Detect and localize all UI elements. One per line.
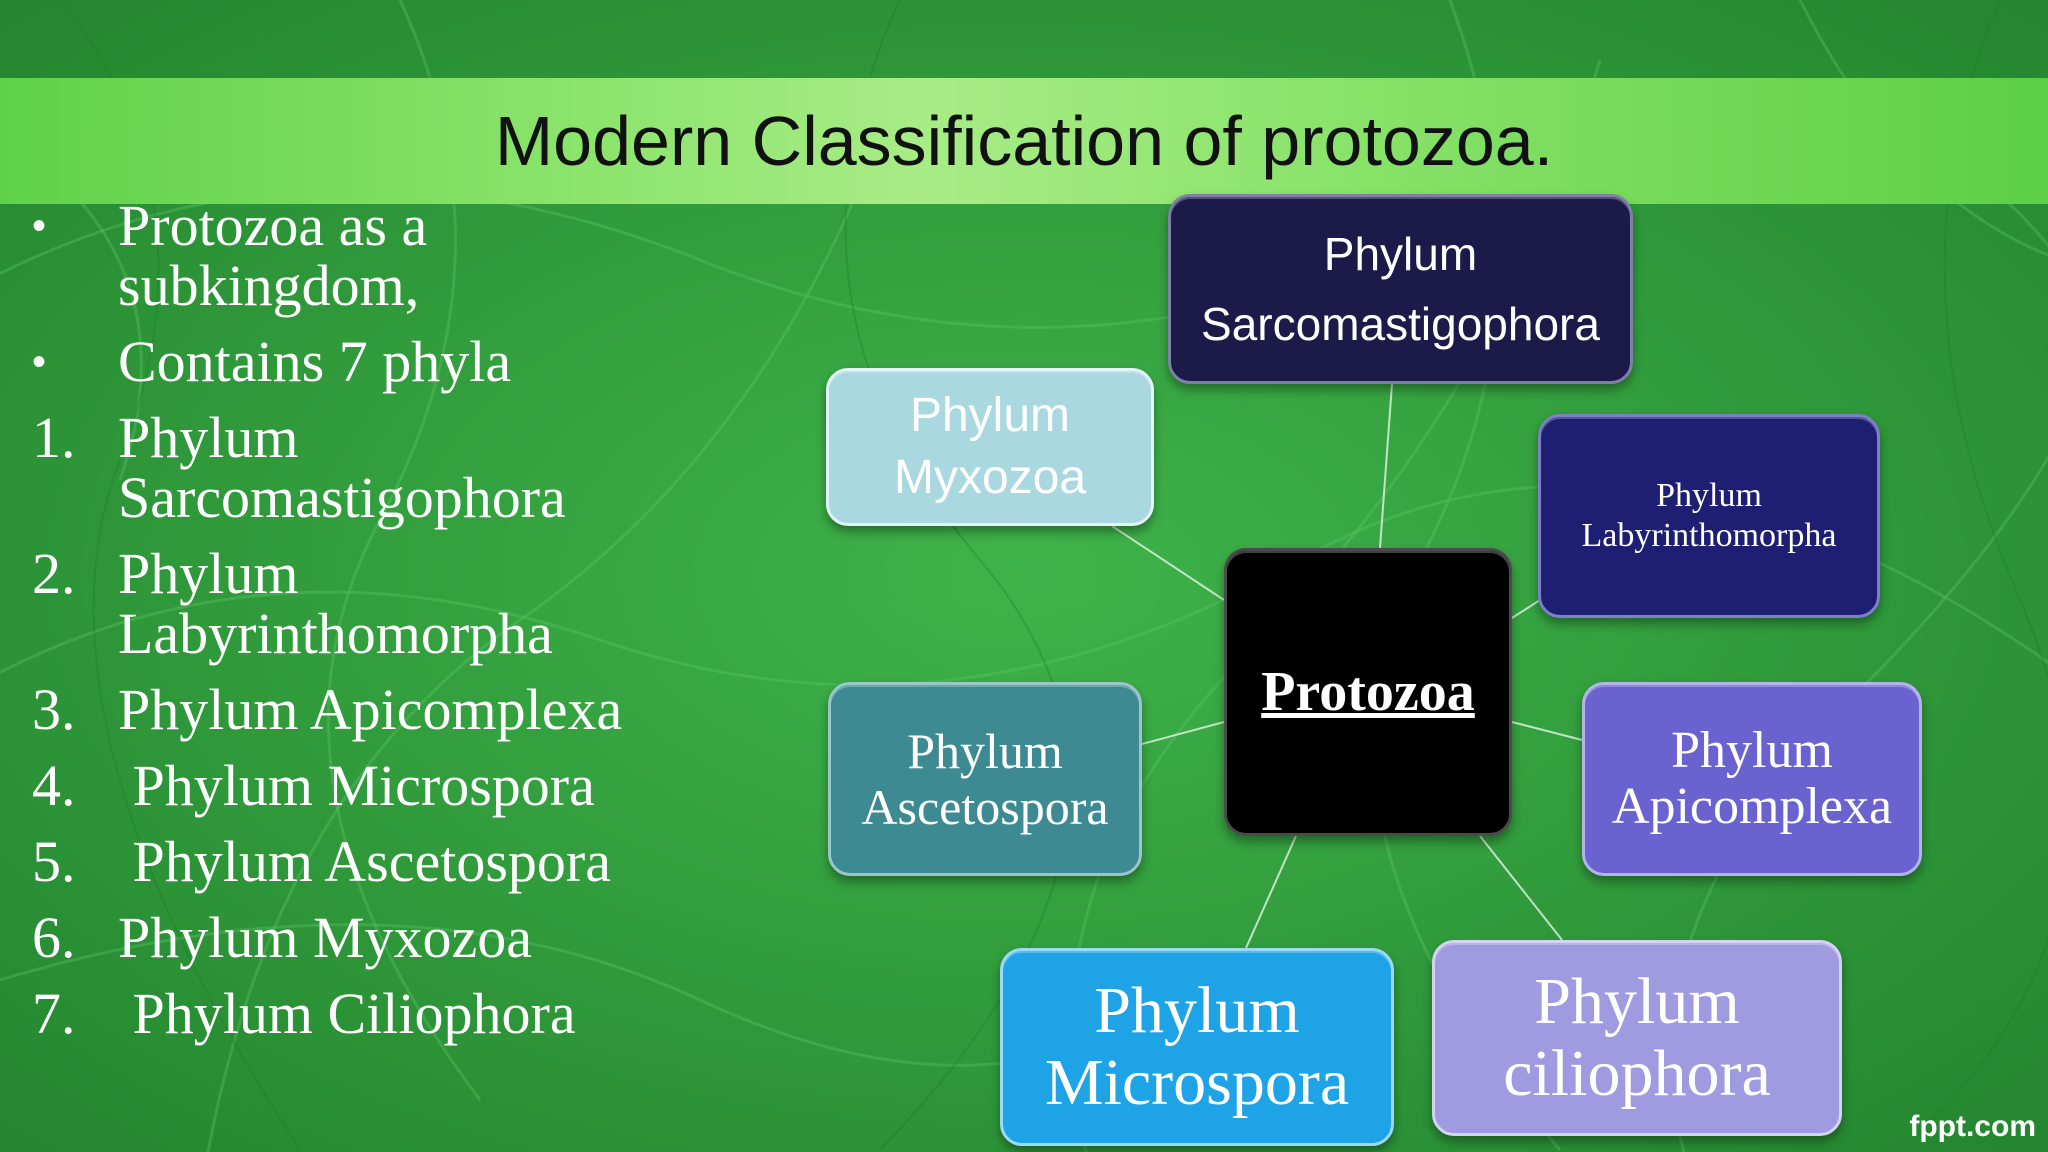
node-label: Phylum ciliophora [1503,965,1771,1110]
list-item-text: Contains 7 phyla [118,329,512,394]
node-protozoa-center: Protozoa [1224,548,1512,836]
node-label: Phylum Apicomplexa [1611,722,1893,835]
slide-title: Modern Classification of protozoa. [494,102,1554,180]
node-apicomplexa: Phylum Apicomplexa [1582,682,1922,876]
list-item: 5. Phylum Ascetospora [30,832,730,892]
list-item: 6. Phylum Myxozoa [30,908,730,968]
phyla-list: • Protozoa as a subkingdom, • Contains 7… [30,196,730,1060]
list-item-text: Phylum Microspora [118,753,595,818]
bullet-marker: • [32,340,47,384]
node-label: Phylum Microspora [1044,974,1350,1119]
list-item-text: Protozoa as a subkingdom, [118,193,428,318]
node-ascetospora: Phylum Ascetospora [828,682,1142,876]
list-item-text: Phylum Sarcomastigophora [118,405,566,530]
center-label: Protozoa [1261,661,1475,723]
node-microspora: Phylum Microspora [1000,948,1394,1146]
number-marker: 2. [32,541,76,606]
list-item-text: Phylum Ciliophora [118,981,576,1046]
number-marker: 6. [32,905,76,970]
number-marker: 3. [32,677,76,742]
number-marker: 7. [32,981,76,1046]
title-band: Modern Classification of protozoa. [0,78,2048,204]
node-label: Phylum Ascetospora [861,723,1109,835]
number-marker: 5. [32,829,76,894]
bullet-marker: • [32,204,47,248]
list-item: 4. Phylum Microspora [30,756,730,816]
list-item-text: Phylum Apicomplexa [118,677,623,742]
footer-watermark: fppt.com [1909,1110,2036,1143]
list-item-text: Phylum Labyrinthomorpha [118,541,553,666]
node-sarcomastigophora: Phylum Sarcomastigophora [1168,194,1633,384]
node-labyrinthomorpha: Phylum Labyrinthomorpha [1538,414,1880,618]
node-label: Phylum Sarcomastigophora [1201,228,1600,350]
list-item: 2. Phylum Labyrinthomorpha [30,544,730,664]
list-item: • Protozoa as a subkingdom, [30,196,730,316]
list-item-text: Phylum Ascetospora [118,829,611,894]
node-myxozoa: Phylum Myxozoa [826,368,1154,526]
list-item: 3. Phylum Apicomplexa [30,680,730,740]
number-marker: 4. [32,753,76,818]
list-item-text: Phylum Myxozoa [118,905,533,970]
node-ciliophora: Phylum ciliophora [1432,940,1842,1136]
list-item: • Contains 7 phyla [30,332,730,392]
number-marker: 1. [32,405,76,470]
list-item: 7. Phylum Ciliophora [30,984,730,1044]
node-label: Phylum Myxozoa [893,389,1087,504]
node-label: Phylum Labyrinthomorpha [1581,477,1837,554]
list-item: 1. Phylum Sarcomastigophora [30,408,730,528]
